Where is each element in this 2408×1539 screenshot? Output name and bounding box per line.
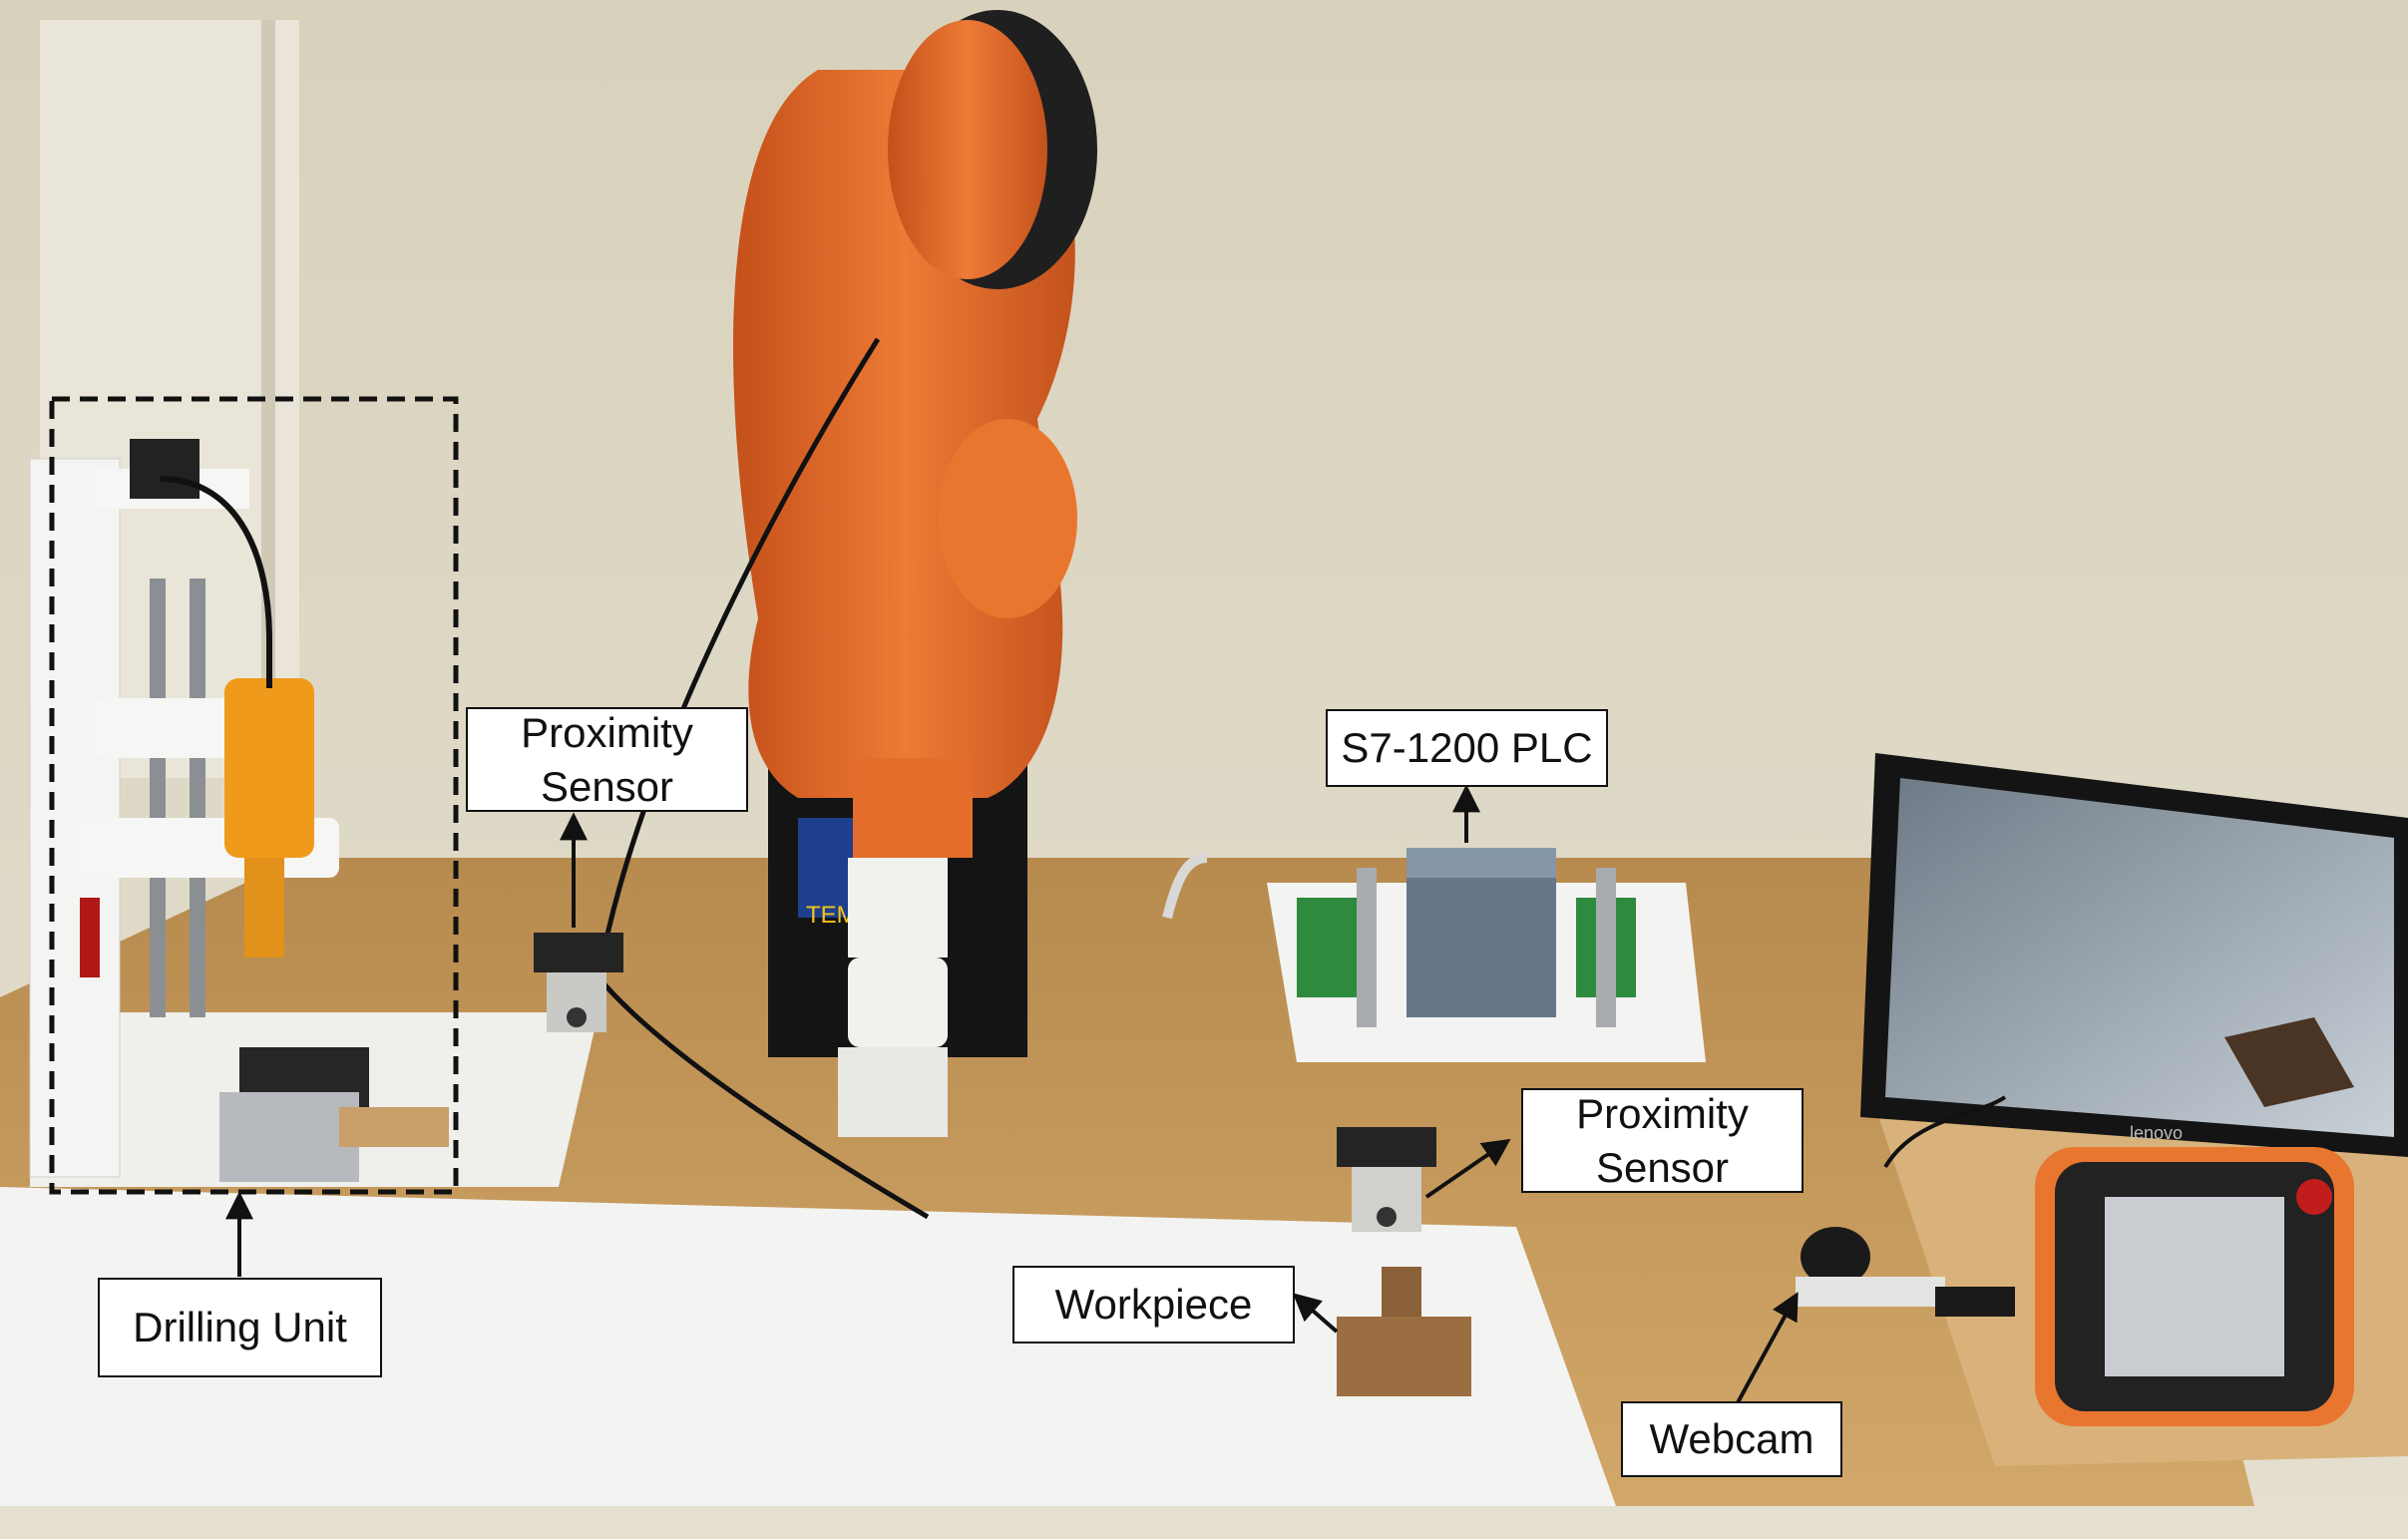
webcam-device <box>1796 1095 2015 1317</box>
drilling-unit-frame <box>49 396 459 1195</box>
teach-pendant <box>2035 1147 2354 1426</box>
arrow-proximity-right <box>1424 1138 1511 1199</box>
annotation-arrows <box>225 784 1799 1407</box>
drilling-unit <box>29 439 449 1182</box>
monitor-brand: lenovo <box>2130 1123 2183 1143</box>
workpiece-block <box>1337 1267 1471 1396</box>
plc-board <box>1162 848 1706 1062</box>
label-drilling-unit: Drilling Unit <box>98 1278 382 1377</box>
proximity-sensor-left-device <box>534 933 623 1032</box>
proximity-sensor-right-device <box>1337 1127 1436 1232</box>
label-proximity-sensor-left: Proximity Sensor <box>466 707 748 812</box>
label-workpiece: Workpiece <box>1012 1266 1295 1344</box>
arrow-webcam <box>1734 1292 1799 1407</box>
label-proximity-sensor-right: Proximity Sensor <box>1521 1088 1804 1193</box>
arrow-workpiece <box>1292 1293 1339 1334</box>
label-webcam: Webcam <box>1621 1401 1842 1477</box>
robot-arm: TEMPUS <box>596 10 1097 1220</box>
label-s7-1200-plc: S7-1200 PLC <box>1326 709 1608 787</box>
